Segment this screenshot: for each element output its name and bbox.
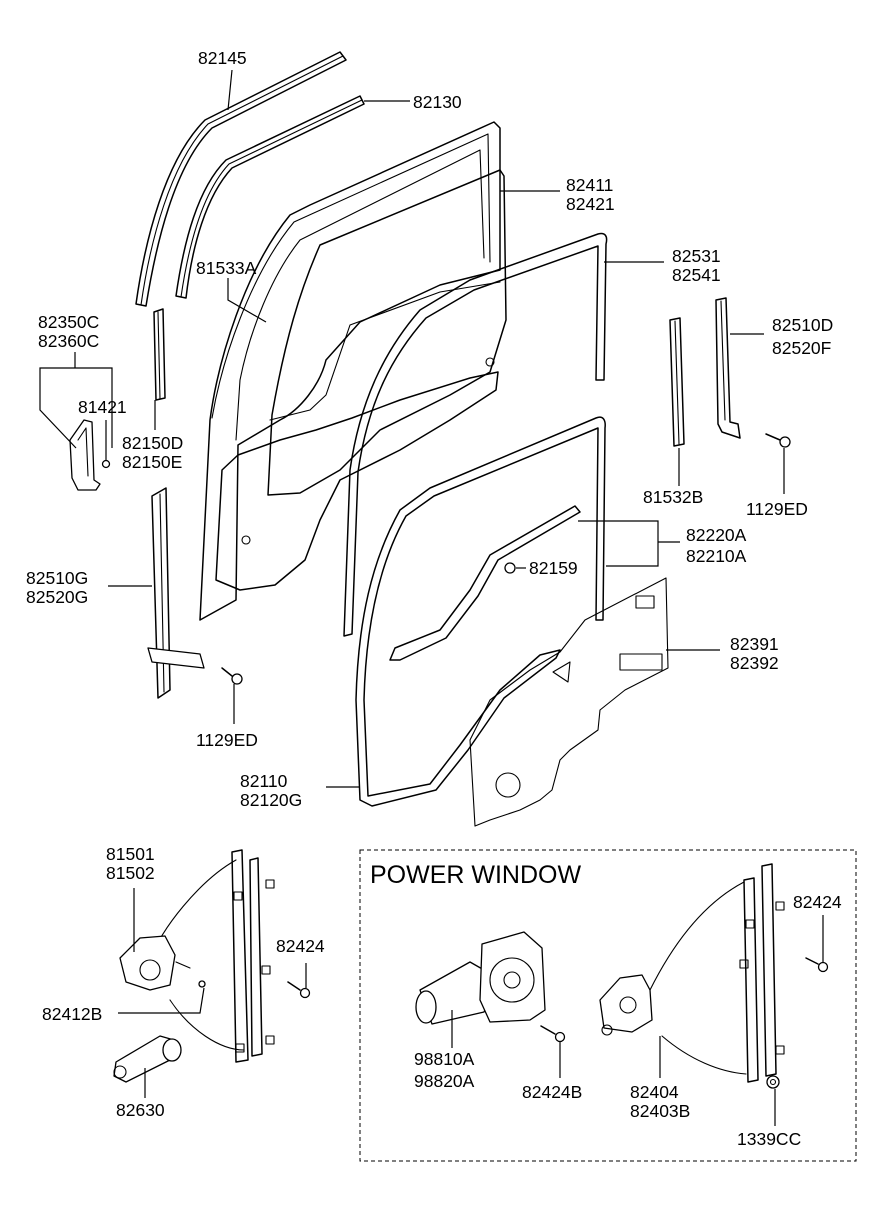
label-82403B: 82403B [630, 1101, 690, 1121]
label-81532B: 81532B [643, 487, 703, 507]
label-82150E: 82150E [122, 452, 182, 472]
screw-1129ED-right [765, 433, 791, 448]
door-glass [267, 169, 507, 496]
label-82391: 82391 [730, 634, 779, 654]
nut-1339CC [766, 1075, 780, 1089]
label-81502: 81502 [106, 863, 155, 883]
channel-82510D [715, 297, 741, 439]
label-1129ED-left: 1129ED [196, 730, 258, 750]
label-1339CC: 1339CC [737, 1129, 801, 1149]
label-81421: 81421 [78, 397, 127, 417]
channel-82510G [147, 487, 205, 699]
label-82159: 82159 [529, 558, 578, 578]
screw-1129ED-left [221, 667, 243, 685]
label-82412B: 82412B [42, 1004, 102, 1024]
label-82392: 82392 [730, 653, 779, 673]
window-regulator-manual [119, 849, 275, 1063]
run-channel-inner-82130 [175, 95, 365, 299]
label-82130: 82130 [413, 92, 462, 112]
label-82424B: 82424B [522, 1082, 582, 1102]
label-82421: 82421 [566, 194, 615, 214]
label-82350C: 82350C [38, 312, 99, 332]
screw-82424B [540, 1025, 566, 1043]
channel-82150 [153, 308, 166, 401]
label-82404: 82404 [630, 1082, 679, 1102]
label-82150D: 82150D [122, 433, 183, 453]
label-98810A: 98810A [414, 1049, 475, 1069]
power-window-box [359, 849, 857, 1162]
label-82424-middle: 82424 [276, 936, 325, 956]
label-82520F: 82520F [772, 338, 831, 358]
power-window-title: POWER WINDOW [370, 861, 581, 889]
door-weatherstrip-82110 [355, 416, 606, 807]
leader-lines [39, 69, 824, 1126]
window-regulator-power-82404 [599, 863, 785, 1083]
belt-strip-82220A [389, 505, 581, 661]
window-crank-handle-82630 [113, 1035, 182, 1083]
door-trim-82391 [469, 577, 669, 827]
screw-82424-middle [287, 981, 311, 999]
handle-bracket-82350C [69, 419, 111, 491]
label-82145: 82145 [198, 48, 247, 68]
label-98820A: 98820A [414, 1071, 475, 1091]
weatherstrip-82531 [343, 232, 608, 637]
run-channel-outer-82145 [135, 51, 347, 307]
label-82220A: 82220A [686, 525, 747, 545]
power-window-motor-98810A [415, 931, 546, 1025]
door-frame-82411 [199, 121, 501, 621]
label-81501: 81501 [106, 844, 155, 864]
label-82411: 82411 [566, 175, 613, 195]
label-1129ED-right: 1129ED [746, 499, 808, 519]
label-82531: 82531 [672, 246, 721, 266]
label-82541: 82541 [672, 265, 721, 285]
screw-82424-right [805, 957, 829, 973]
label-82110: 82110 [240, 771, 288, 791]
label-81533A: 81533A [196, 258, 257, 278]
door-inner-panel [215, 371, 499, 591]
label-82510D: 82510D [772, 315, 833, 335]
label-82630: 82630 [116, 1100, 165, 1120]
label-82510G: 82510G [26, 568, 88, 588]
label-82120G: 82120G [240, 790, 302, 810]
label-82210A: 82210A [686, 546, 747, 566]
label-82424-right: 82424 [793, 892, 842, 912]
channel-81532B [669, 317, 685, 447]
label-82520G: 82520G [26, 587, 88, 607]
label-82360C: 82360C [38, 331, 99, 351]
